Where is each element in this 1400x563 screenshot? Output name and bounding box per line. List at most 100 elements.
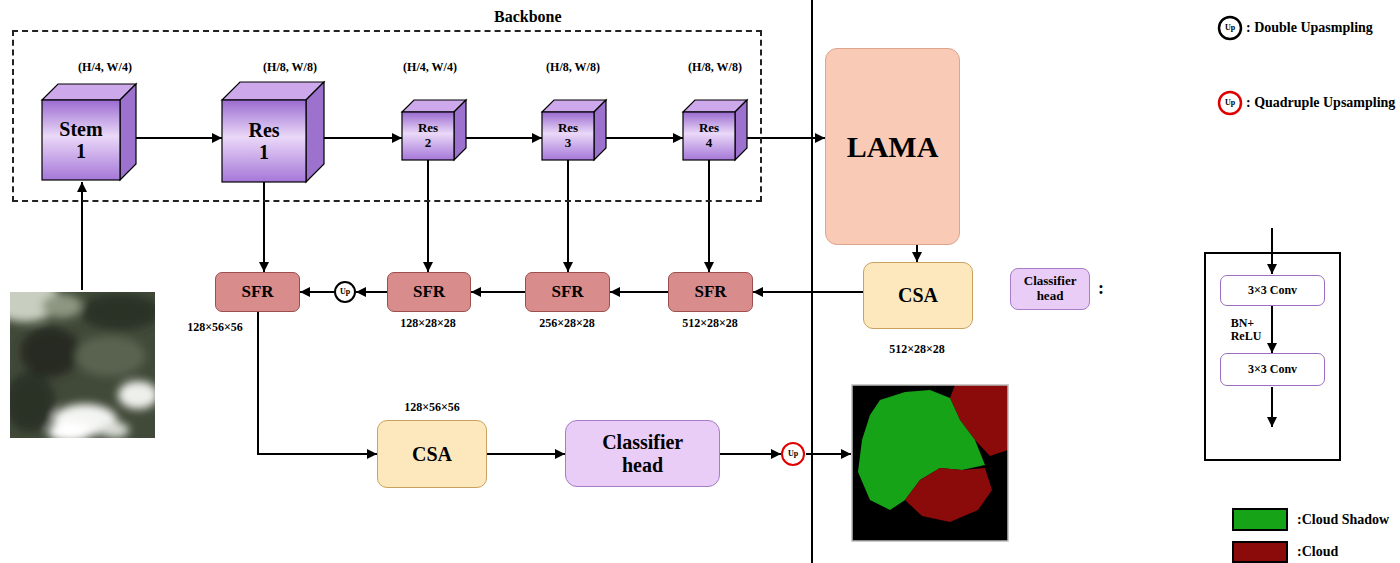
cube-front-face <box>542 112 594 160</box>
module-label: SFR <box>694 282 726 301</box>
legend-swatch <box>1232 541 1288 563</box>
cube-side-face <box>454 100 466 160</box>
legend-swatch <box>1232 508 1288 531</box>
res-block: Res 2 <box>402 100 466 160</box>
mask-ground <box>852 385 1008 541</box>
legend-text: :Cloud Shadow <box>1297 512 1389 527</box>
image-texture <box>10 292 155 438</box>
flow-arrow <box>136 137 222 139</box>
legend-symbol-text: Up <box>1225 99 1235 108</box>
flow-arrow <box>747 137 825 139</box>
cube-face-text-area: Res 2 <box>402 112 454 160</box>
cube-face-text-area: Stem 1 <box>42 100 120 180</box>
module-label: SFR <box>413 282 445 301</box>
divider-line <box>811 0 813 563</box>
upsample-circle: Up <box>781 442 805 466</box>
module-label: Stem 1 <box>59 118 102 163</box>
segmentation-mask <box>852 385 1008 541</box>
legend-text: : Double Upasmpling <box>1246 20 1373 35</box>
flow-arrow <box>487 453 565 455</box>
satellite-image <box>10 292 155 438</box>
head-input-arrow <box>1271 228 1273 274</box>
dimension-label: (H/4, W/4) <box>403 61 457 74</box>
csa-module: CSA <box>377 420 487 488</box>
module-label: Res 4 <box>699 121 719 150</box>
sfr-module: SFR <box>387 272 471 312</box>
module-label: Res 1 <box>248 119 279 164</box>
flow-arrow <box>263 182 265 272</box>
head-detail-frame <box>1205 253 1340 460</box>
shadow <box>10 372 55 432</box>
flow-arrow <box>466 137 542 139</box>
tensor-size-label: 256×28×28 <box>539 317 595 330</box>
forest <box>75 336 145 376</box>
cube-front-face <box>402 112 454 160</box>
cloud <box>118 381 155 409</box>
cube-front-face <box>222 100 306 182</box>
flow-arrow <box>753 291 863 293</box>
classifier-head: Classifier head <box>1010 268 1090 310</box>
sfr-module: SFR <box>215 272 300 312</box>
flow-arrow <box>720 453 781 455</box>
dimension-label: (H/4, W/4) <box>78 61 132 74</box>
flow-arrow <box>606 137 683 139</box>
module-label: Res 3 <box>558 121 578 150</box>
haze <box>42 294 82 318</box>
head-output-arrow <box>1271 387 1273 427</box>
flow-arrow <box>300 291 334 293</box>
tensor-size-label: 512×28×28 <box>682 317 738 330</box>
conv-layer: 3×3 Conv <box>1220 353 1325 386</box>
flow-arrow <box>610 291 668 293</box>
module-label: Classifier head <box>1024 274 1076 303</box>
res-block: Res 4 <box>683 100 747 160</box>
shadow <box>20 327 80 377</box>
cube-face-text-area: Res 3 <box>542 112 594 160</box>
backbone-group: BackboneStem 1Res 1Res 2Res 3Res 4 <box>12 30 762 202</box>
module-label: Up <box>340 288 350 297</box>
module-label: Classifier head <box>602 431 683 476</box>
module-label: SFR <box>551 282 583 301</box>
cube-face-text-area: Res 4 <box>683 112 735 160</box>
shadow <box>80 294 155 330</box>
group-heading: Backbone <box>494 8 562 26</box>
cloud <box>101 422 129 438</box>
legend-text: : Quadruple Upsampling <box>1246 95 1395 110</box>
tensor-size-label: 128×56×56 <box>404 401 460 414</box>
module-label: CSA <box>412 443 452 465</box>
sfr-module: SFR <box>668 272 753 312</box>
sfr-module: SFR <box>525 272 610 312</box>
edge-label: BN+ ReLU <box>1231 317 1262 343</box>
tensor-size-label: 128×56×56 <box>187 321 243 334</box>
dimension-label: (H/8, W/8) <box>546 61 600 74</box>
flow-arrow <box>708 160 710 272</box>
flow-arrow <box>258 312 377 454</box>
module-label: Res 2 <box>418 121 438 150</box>
flow-arrow <box>471 291 525 293</box>
tensor-size-label: 512×28×28 <box>889 343 945 356</box>
module-label: 3×3 Conv <box>1248 363 1297 376</box>
conv-layer: 3×3 Conv <box>1220 275 1325 306</box>
module-label: Up <box>788 450 798 459</box>
module-label: SFR <box>241 282 273 301</box>
legend-upsample-symbol <box>1219 92 1241 114</box>
definition-colon: : <box>1098 279 1104 299</box>
cube-front-face <box>42 100 120 180</box>
input-arrow <box>81 182 83 290</box>
legend-text: :Cloud <box>1297 544 1338 559</box>
dimension-label: (H/8, W/8) <box>688 61 742 74</box>
tensor-size-label: 128×28×28 <box>400 317 456 330</box>
flow-arrow <box>427 160 429 272</box>
cloud-region <box>905 468 992 522</box>
legend-upsample-symbol <box>1219 17 1241 39</box>
flow-arrow <box>1271 306 1273 353</box>
dimension-label: (H/8, W/8) <box>263 61 317 74</box>
module-label: LAMA <box>847 130 939 164</box>
module-label: 3×3 Conv <box>1248 284 1297 297</box>
classifier-head: Classifier head <box>565 420 720 487</box>
cloud <box>48 422 92 438</box>
cube-side-face <box>594 100 606 160</box>
cube-side-face <box>735 100 747 160</box>
